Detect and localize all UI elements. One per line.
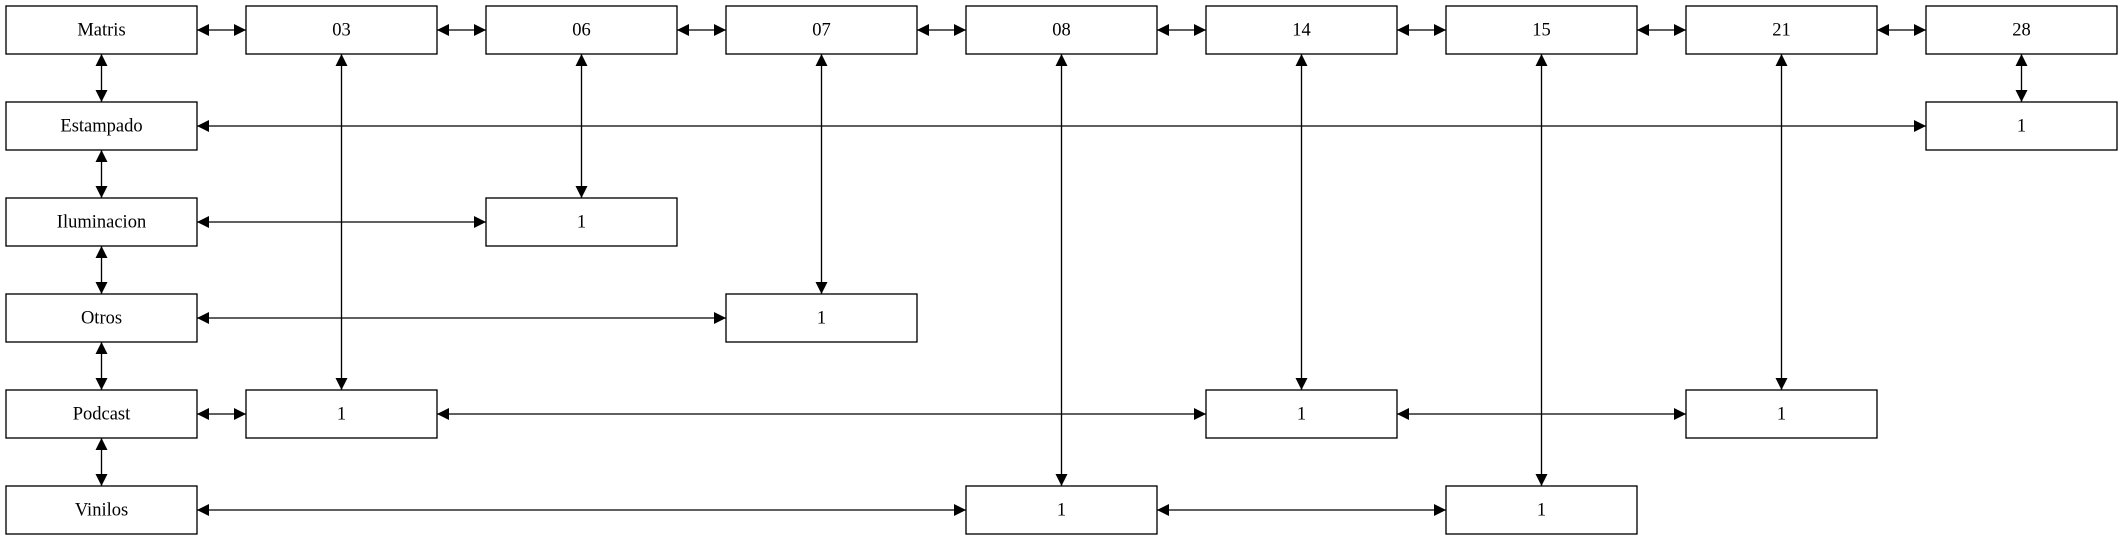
edges-layer xyxy=(95,24,2028,516)
row-node-label: Vinilos xyxy=(75,500,128,520)
cell-node-label: 1 xyxy=(1537,500,1546,520)
column-node-label: 07 xyxy=(812,20,831,40)
row-node-vinilos: Vinilos xyxy=(5,485,198,535)
row-node-estampado: Estampado xyxy=(5,101,198,151)
column-node-label: 03 xyxy=(332,20,351,40)
cell-node-box xyxy=(1205,389,1398,439)
cell-node-label: 1 xyxy=(577,212,586,232)
root-node-label: Matris xyxy=(77,20,125,40)
root-node-box xyxy=(5,5,198,55)
cell-node-iluminacion-06: 1 xyxy=(485,197,678,247)
cell-node-vinilos-08: 1 xyxy=(965,485,1158,535)
column-node-label: 08 xyxy=(1052,20,1071,40)
row-node-podcast: Podcast xyxy=(5,389,198,439)
row-node-label: Iluminacion xyxy=(57,212,146,232)
row-node-box xyxy=(5,293,198,343)
nodes-layer: Matris 03 06 07 08 14 15 21 28EstampadoIluminaci… xyxy=(5,5,2118,535)
cell-node-label: 1 xyxy=(817,308,826,328)
column-node-label: 21 xyxy=(1772,20,1791,40)
row-node-box xyxy=(5,389,198,439)
column-node-box xyxy=(1205,5,1398,55)
cell-node-label: 1 xyxy=(1057,500,1066,520)
column-node-label: 06 xyxy=(572,20,591,40)
cell-node-box xyxy=(1925,101,2118,151)
column-node-08: 08 xyxy=(965,5,1158,55)
cell-node-box xyxy=(725,293,918,343)
column-node-box xyxy=(725,5,918,55)
row-node-label: Otros xyxy=(81,308,122,328)
row-node-box xyxy=(5,101,198,151)
column-node-21: 21 xyxy=(1685,5,1878,55)
cell-node-label: 1 xyxy=(2017,116,2026,136)
cell-node-box xyxy=(485,197,678,247)
cell-node-label: 1 xyxy=(337,404,346,424)
row-node-otros: Otros xyxy=(5,293,198,343)
column-node-box xyxy=(245,5,438,55)
column-node-06: 06 xyxy=(485,5,678,55)
row-node-label: Podcast xyxy=(73,404,131,424)
cell-node-podcast-14: 1 xyxy=(1205,389,1398,439)
column-node-box xyxy=(485,5,678,55)
column-node-28: 28 xyxy=(1925,5,2118,55)
cell-node-box xyxy=(1445,485,1638,535)
column-node-14: 14 xyxy=(1205,5,1398,55)
cell-node-vinilos-15: 1 xyxy=(1445,485,1638,535)
column-node-07: 07 xyxy=(725,5,918,55)
cell-node-podcast-03: 1 xyxy=(245,389,438,439)
cell-node-estampado-28: 1 xyxy=(1925,101,2118,151)
column-node-box xyxy=(1925,5,2118,55)
cell-node-label: 1 xyxy=(1777,404,1786,424)
column-node-box xyxy=(1445,5,1638,55)
row-node-label: Estampado xyxy=(60,116,142,136)
column-node-box xyxy=(1685,5,1878,55)
cell-node-podcast-21: 1 xyxy=(1685,389,1878,439)
root-node-matris: Matris xyxy=(5,5,198,55)
cell-node-box xyxy=(1685,389,1878,439)
cell-node-box xyxy=(245,389,438,439)
cell-node-otros-07: 1 xyxy=(725,293,918,343)
cell-node-box xyxy=(965,485,1158,535)
column-node-03: 03 xyxy=(245,5,438,55)
column-node-15: 15 xyxy=(1445,5,1638,55)
cell-node-label: 1 xyxy=(1297,404,1306,424)
column-node-label: 15 xyxy=(1532,20,1551,40)
column-node-label: 14 xyxy=(1292,20,1311,40)
column-node-label: 28 xyxy=(2012,20,2031,40)
row-node-iluminacion: Iluminacion xyxy=(5,197,198,247)
row-node-box xyxy=(5,485,198,535)
row-node-box xyxy=(5,197,198,247)
column-node-box xyxy=(965,5,1158,55)
